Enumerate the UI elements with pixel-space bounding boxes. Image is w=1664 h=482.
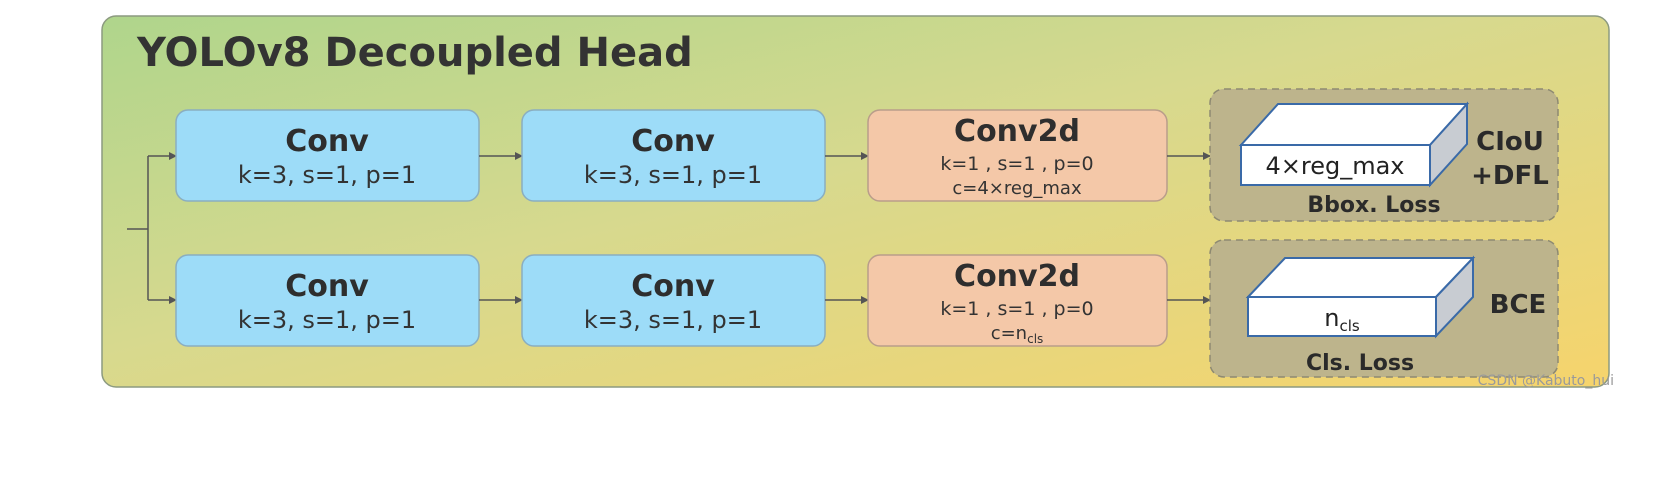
conv2d-block: Conv2d k=1 , s=1 , p=0 c=ncls: [867, 254, 1168, 347]
conv-block-params: k=3, s=1, p=1: [238, 161, 416, 189]
loss-function: CIoU: [1476, 127, 1544, 157]
diagram-title: YOLOv8 Decoupled Head: [136, 30, 693, 76]
channels-base: c=n: [991, 323, 1027, 344]
tensor-label: 4×reg_max: [1265, 152, 1404, 180]
conv2d-block-params: k=1 , s=1 , p=0: [940, 153, 1093, 175]
conv-block-title: Conv: [631, 124, 715, 159]
conv2d-block-channels: c=ncls: [991, 323, 1044, 346]
tensor-label-subscript: cls: [1339, 317, 1359, 335]
conv2d-block-params: k=1 , s=1 , p=0: [940, 298, 1093, 320]
conv2d-block: Conv2d k=1 , s=1 , p=0 c=4×reg_max: [867, 109, 1168, 202]
conv2d-block-title: Conv2d: [954, 259, 1080, 294]
conv-block: Conv k=3, s=1, p=1: [521, 254, 826, 347]
tensor-label-base: n: [1324, 304, 1339, 332]
input-connector: [127, 152, 177, 304]
loss-name: Cls. Loss: [1306, 351, 1414, 376]
loss-function: +DFL: [1471, 161, 1549, 191]
loss-function: BCE: [1490, 290, 1547, 320]
cls-loss-panel: ncls Cls. Loss BCE: [1209, 239, 1559, 378]
conv-block-params: k=3, s=1, p=1: [584, 306, 762, 334]
conv-block-params: k=3, s=1, p=1: [584, 161, 762, 189]
conv-block-title: Conv: [285, 269, 369, 304]
conv2d-block-channels: c=4×reg_max: [952, 178, 1082, 199]
loss-name: Bbox. Loss: [1307, 193, 1440, 218]
conv-block-title: Conv: [285, 124, 369, 159]
conv-block: Conv k=3, s=1, p=1: [175, 254, 480, 347]
tensor-box: 4×reg_max: [1238, 101, 1470, 188]
watermark: CSDN @Kabuto_hui: [1478, 373, 1614, 389]
conv-block: Conv k=3, s=1, p=1: [521, 109, 826, 202]
conv-block: Conv k=3, s=1, p=1: [175, 109, 480, 202]
channels-subscript: cls: [1027, 332, 1043, 346]
tensor-label: ncls: [1324, 304, 1360, 335]
conv-block-params: k=3, s=1, p=1: [238, 306, 416, 334]
bbox-loss-panel: 4×reg_max Bbox. Loss CIoU +DFL: [1209, 88, 1559, 222]
conv-block-title: Conv: [631, 269, 715, 304]
tensor-box: ncls: [1245, 255, 1476, 339]
conv2d-block-title: Conv2d: [954, 114, 1080, 149]
cls-branch: Conv k=3, s=1, p=1 Conv k=3, s=1, p=1 Co…: [175, 239, 1559, 378]
bbox-branch: Conv k=3, s=1, p=1 Conv k=3, s=1, p=1 Co…: [175, 88, 1559, 222]
